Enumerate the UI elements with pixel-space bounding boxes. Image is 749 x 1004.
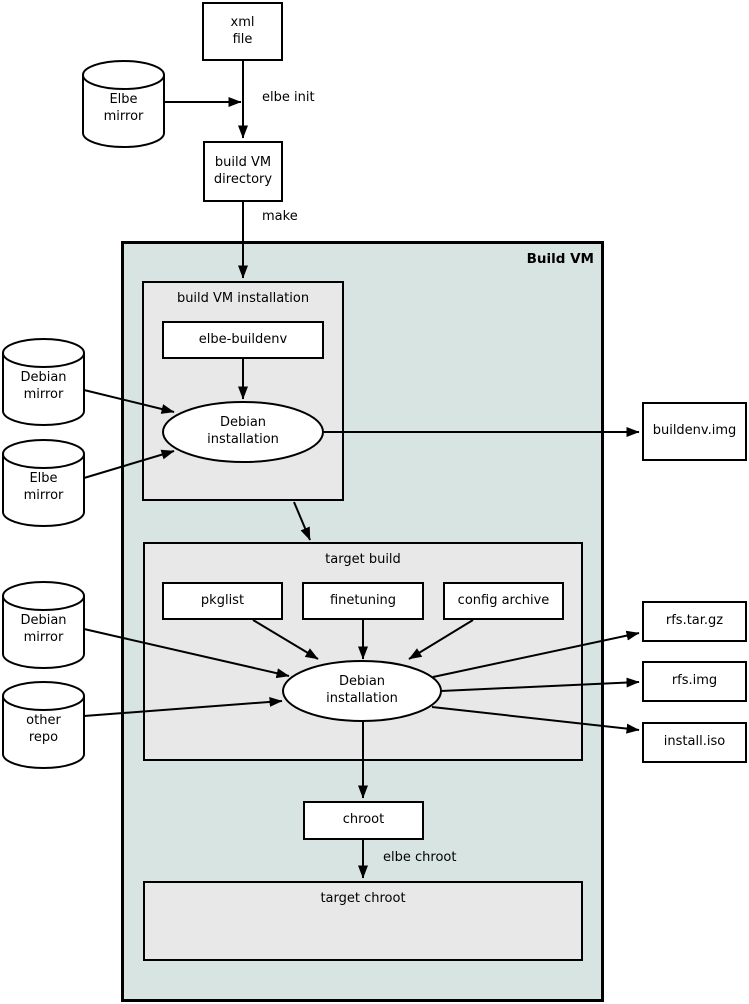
debian-mirror-2-label: Debian mirror [20,613,67,645]
buildenv-img-node: buildenv.img [642,402,747,461]
install-iso-node: install.iso [642,722,747,763]
config-archive-node: config archive [443,582,564,620]
elbe-buildenv-node: elbe-buildenv [162,321,324,359]
build-vm-installation-panel: build VM installation [142,281,344,501]
finetuning-node: finetuning [302,582,424,620]
pkglist-node: pkglist [162,582,283,620]
debian-installation-2-label: Debian installation [326,674,398,706]
make-edge-label: make [262,209,298,224]
target-build-panel: target build [143,542,583,761]
debian-installation-1-label: Debian installation [207,415,279,447]
rfs-tar-gz-node: rfs.tar.gz [642,601,747,642]
elbe-mirror-top-label: Elbe mirror [103,92,144,124]
other-repo-label: other repo [26,713,61,745]
debian-mirror-1-label: Debian mirror [20,370,67,402]
target-build-panel-title: target build [325,552,401,567]
xml-file-node: xml file [202,2,283,61]
build-vm-container-title: Build VM [526,251,594,267]
chroot-node: chroot [303,801,424,840]
build-vm-directory-node: build VM directory [203,141,283,202]
rfs-img-node: rfs.img [642,661,747,702]
elbe-init-edge-label: elbe init [262,90,315,105]
target-chroot-panel: target chroot [143,881,583,961]
build-vm-installation-panel-title: build VM installation [176,291,310,306]
target-chroot-panel-title: target chroot [320,891,406,906]
elbe-mirror-2-label: Elbe mirror [23,471,64,503]
elbe-chroot-edge-label: elbe chroot [383,850,457,865]
